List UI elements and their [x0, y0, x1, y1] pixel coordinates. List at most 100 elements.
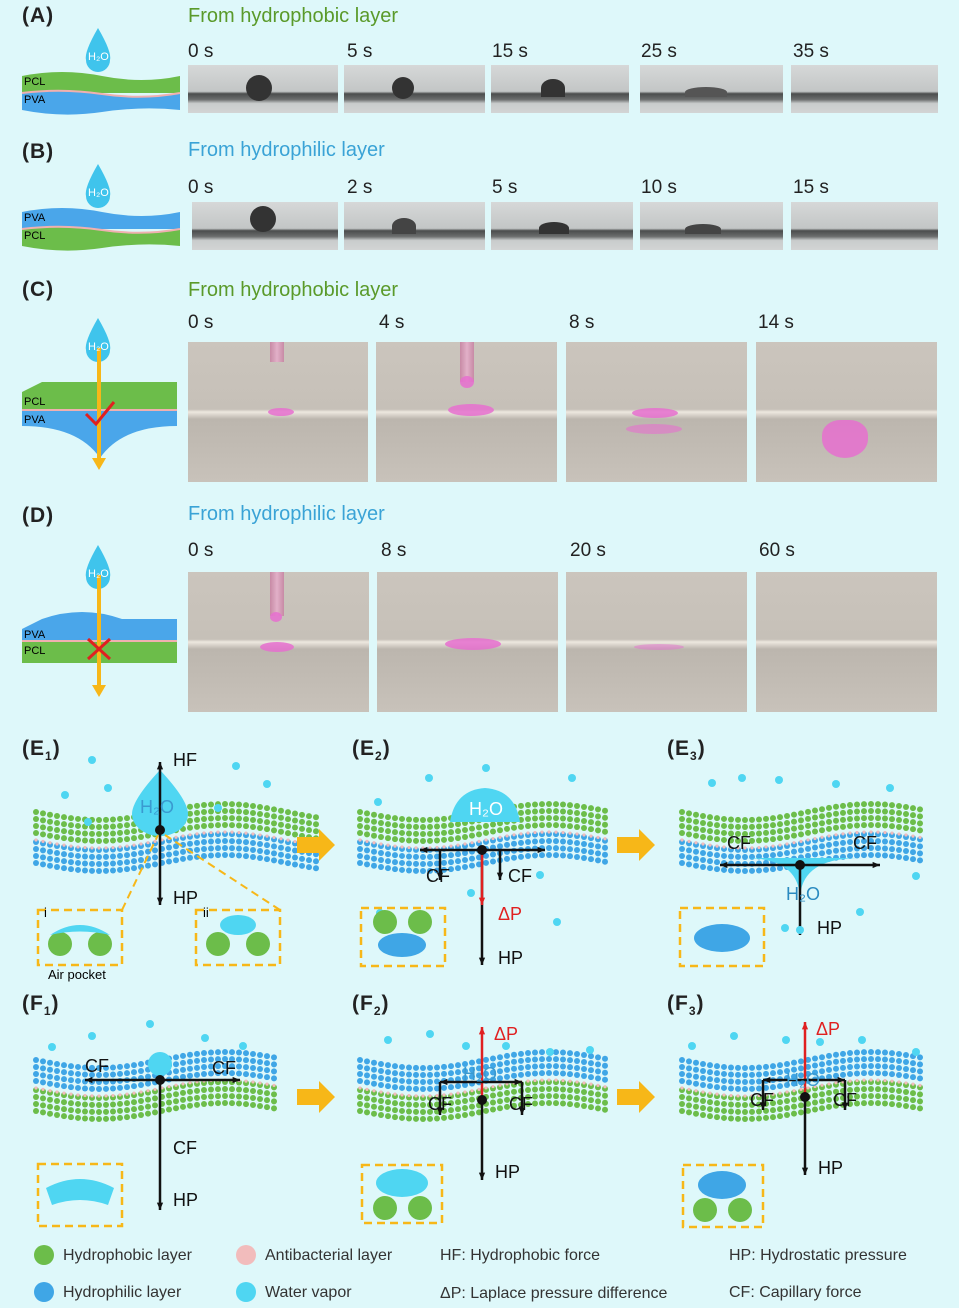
layer-dot [75, 829, 81, 836]
layer-dot [812, 814, 818, 821]
hp-arrow-head [156, 897, 164, 905]
layer-dot [392, 1107, 398, 1114]
layer-dot [588, 856, 594, 863]
layer-dot [385, 821, 391, 828]
layer-dot [882, 801, 888, 808]
antibacterial-dot [97, 846, 101, 850]
layer-dot [917, 1075, 923, 1082]
layer-dot [413, 816, 419, 823]
layer-dot [441, 815, 447, 822]
antibacterial-dot [139, 842, 143, 846]
antibacterial-dot [83, 845, 87, 850]
layer-dot [840, 1057, 846, 1064]
layer-dot [889, 816, 895, 823]
layer-dot [201, 823, 207, 830]
layer-dot [420, 1064, 426, 1071]
layer-dot [749, 823, 755, 830]
layer-dot [777, 1069, 783, 1076]
layer-dot [54, 1068, 60, 1075]
layer-dot [371, 825, 377, 832]
layer-dot [833, 1088, 839, 1095]
layer-dot [868, 822, 874, 829]
layer-dot [693, 1110, 699, 1117]
layer-dot [553, 1063, 559, 1070]
cf-label: CF [509, 1094, 533, 1114]
layer-dot [784, 1067, 790, 1074]
layer-dot [749, 853, 755, 860]
layer-dot [798, 810, 804, 817]
layer-dot [574, 853, 580, 860]
layer-dot [68, 822, 74, 829]
layer-dot [173, 1091, 179, 1098]
layer-dot [812, 1062, 818, 1069]
layer-dot [735, 1078, 741, 1085]
antibacterial-dot [750, 846, 754, 850]
cf-label: CF [833, 1090, 857, 1110]
layer-dot [798, 1058, 804, 1065]
layer-dot [306, 820, 312, 827]
force-origin [477, 1095, 487, 1105]
layer-dot [889, 809, 895, 816]
water-transport-icon [22, 318, 177, 470]
layer-dot [476, 1065, 482, 1072]
layer-dot [910, 805, 916, 812]
layer-dot [47, 1110, 53, 1117]
layer-dot [861, 801, 867, 808]
layer-dot [96, 816, 102, 823]
layer-dot [54, 834, 60, 841]
water-vapor-dot [104, 784, 112, 792]
layer-dot [103, 1071, 109, 1078]
layer-dot [201, 1101, 207, 1108]
layer-dot [875, 1093, 881, 1100]
layer-dot [756, 830, 762, 837]
layer-dot [257, 1072, 263, 1079]
layer-dot [539, 801, 545, 808]
antibacterial-dot [386, 843, 390, 847]
layer-dot [896, 1050, 902, 1057]
cf-arrow-head [759, 1102, 767, 1110]
layer-dot [434, 1078, 440, 1085]
layer-dot [532, 808, 538, 815]
inset-box [360, 1163, 444, 1225]
antibacterial-dot [603, 1085, 607, 1089]
layer-dot [399, 836, 405, 843]
cf-label: CF [173, 1138, 197, 1158]
layer-dot [805, 1063, 811, 1070]
layer-dot [257, 1065, 263, 1072]
layer-dot [124, 1107, 130, 1114]
antibacterial-dot [554, 830, 558, 834]
scheme-label-f1: (F1) [22, 992, 60, 1019]
layer-dot [243, 1101, 249, 1108]
layer-dot [82, 867, 88, 874]
antibacterial-dot [806, 838, 810, 842]
layer-dot [525, 1071, 531, 1078]
layer-dot [54, 1082, 60, 1089]
layer-dot [54, 1105, 60, 1112]
layer-dot [434, 1115, 440, 1122]
layer-dot [75, 1063, 81, 1070]
water-vapor-dot [482, 764, 490, 772]
layer-dot [357, 846, 363, 852]
layer-dot [40, 1058, 46, 1065]
transport-photo [566, 342, 747, 482]
layer-dot [173, 850, 179, 857]
layer-dot [756, 867, 762, 874]
layer-dot [791, 1096, 797, 1103]
layer-dot [896, 823, 902, 830]
layer-dot [525, 1064, 531, 1071]
layer-dot [236, 1056, 242, 1063]
process-arrow-icon [617, 829, 655, 861]
contact-angle-photo [491, 65, 629, 113]
antibacterial-dot [799, 1087, 803, 1091]
layer-dot [173, 1068, 179, 1075]
antibacterial-dot [358, 838, 362, 842]
time-label: 15 s [793, 177, 829, 198]
layer-dot [378, 864, 384, 871]
layer-dot [910, 819, 916, 826]
hp-label: HP [498, 948, 524, 968]
layer-dot [721, 1063, 727, 1070]
inset-box [681, 1163, 765, 1229]
layer-dot [264, 1090, 270, 1097]
time-label: 0 s [188, 177, 214, 198]
